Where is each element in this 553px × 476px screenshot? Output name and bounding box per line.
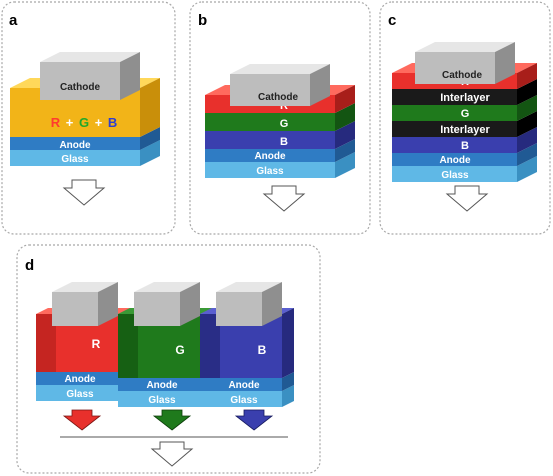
panel-a-cathode-label: Cathode [60,82,100,93]
panel-d-green-arrow [152,409,192,431]
panel-b-anode-label: Anode [254,151,286,162]
panel-d-red-pixel: Glass Anode R [36,282,130,401]
panel-c-blue-layer: B [392,127,537,153]
panel-d-green-anode-label: Anode [146,380,178,391]
panel-c-glass-layer: Glass [392,156,537,182]
panel-a-light-arrow [62,179,106,206]
panel-d-blue-pixel: Glass Anode B [200,282,294,407]
panel-d-light-arrow [150,441,194,467]
panel-b-cathode: Cathode [230,64,330,106]
panel-b-blue-label: B [280,136,288,148]
panel-b-frame [189,1,371,235]
panel-a-frame [1,1,176,235]
panel-c-green-label: G [461,108,470,120]
panel-c-green-layer: G [392,95,537,121]
panel-c-light-arrow [445,185,489,212]
panel-a-mix-r: R [51,115,61,130]
panel-d-red-label: R [92,337,101,351]
panel-d-blue-glass-label: Glass [230,395,258,406]
panel-b: b Glass Anode B G R [189,1,371,235]
panel-c-interlayer-1: Interlayer [392,79,537,105]
panel-d-green-glass-label: Glass [148,395,176,406]
panel-a-anode-label: Anode [59,140,91,151]
panel-d: d Glass Anode R Glass Anode [16,244,321,474]
panel-b-glass-layer: Glass [205,152,355,178]
panel-a-mix-g: G [79,115,89,130]
panel-d-red-anode-label: Anode [64,374,96,385]
panel-a: a Glass Anode Cathode R + [1,1,176,235]
panel-d-frame [16,244,321,474]
panel-d-blue-anode-label: Anode [228,380,260,391]
panel-c-interlayer-2: Interlayer [392,111,537,137]
panel-c-cathode-label: Cathode [442,70,482,81]
panel-d-red-glass-label: Glass [66,389,94,400]
panel-a-anode-layer: Anode [10,127,160,151]
panel-a-glass-label: Glass [61,154,89,165]
panel-b-blue-layer: B [205,121,355,149]
panel-d-red-arrow [62,409,102,431]
panel-b-green-layer: G [205,103,355,131]
panel-c-glass-label: Glass [441,170,469,181]
panel-b-green-label: G [280,118,289,130]
panel-c-interlayer-2-label: Interlayer [440,124,490,136]
panel-b-anode-layer: Anode [205,139,355,162]
panel-c-interlayer-1-label: Interlayer [440,92,490,104]
panel-a-cathode: Cathode [40,52,140,100]
panel-c-cathode: Cathode [415,42,515,84]
panel-a-letter: a [9,12,18,29]
panel-d-green-label: G [175,343,184,357]
panel-c-blue-label: B [461,140,469,152]
panel-b-letter: b [198,12,207,29]
panel-c-anode-label: Anode [439,155,471,166]
panel-b-cathode-label: Cathode [258,92,298,103]
panel-c: c Glass Anode B Interlayer G [379,1,551,235]
panel-c-anode-layer: Anode [392,143,537,166]
panel-d-green-pixel: Glass Anode G [118,282,212,407]
panel-c-frame [379,1,551,235]
panel-a-mix-plus-1: + [66,115,74,130]
panel-b-glass-label: Glass [256,166,284,177]
panel-a-mix-label: R + G + B [51,115,118,130]
panel-a-mix-plus-2: + [95,115,103,130]
panel-b-light-arrow [262,185,306,212]
panel-c-letter: c [388,12,396,29]
panel-d-blue-arrow [234,409,274,431]
panel-d-letter: d [25,257,34,274]
panel-a-mix-b: B [108,115,117,130]
panel-d-blue-label: B [258,343,267,357]
